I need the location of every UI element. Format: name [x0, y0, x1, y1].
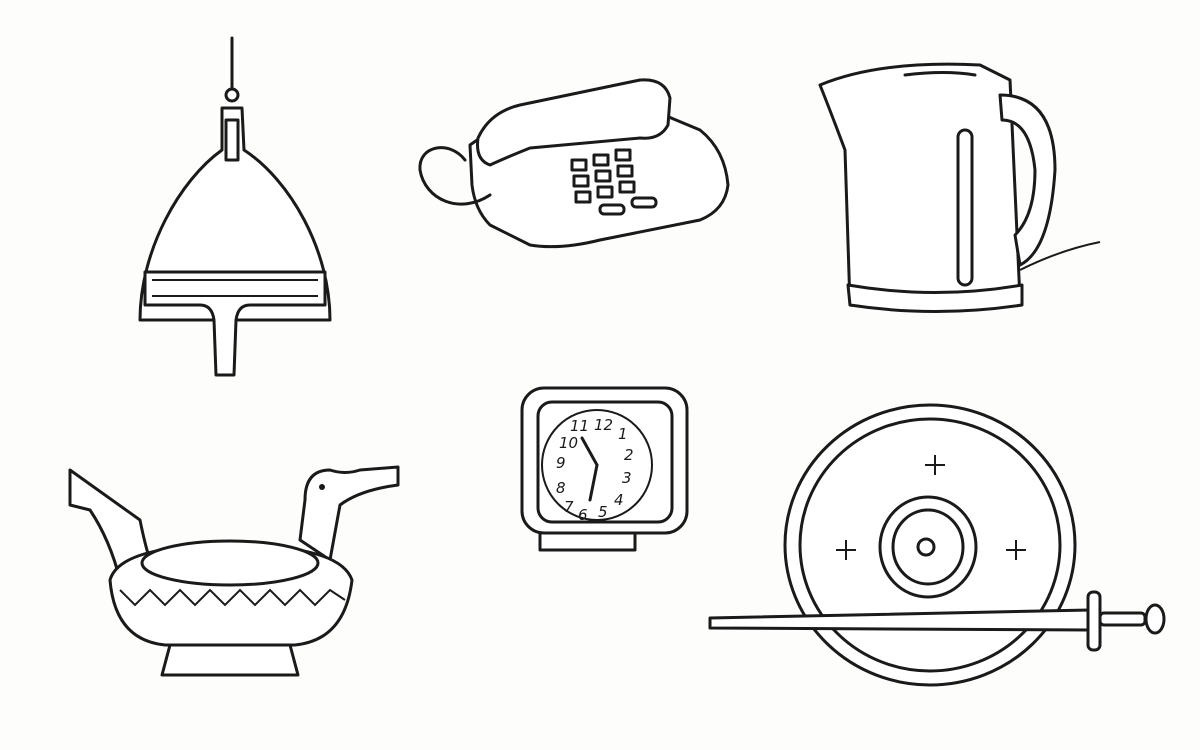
svg-text:2: 2: [624, 446, 634, 464]
telephone-icon: [418, 78, 730, 249]
svg-text:11: 11: [570, 417, 589, 435]
helmet-icon: [138, 36, 332, 377]
clock-icon: 12 1 2 3 4 5 6 7 8 9 10 11: [520, 386, 689, 552]
svg-text:3: 3: [622, 469, 632, 487]
kettle-icon: [818, 62, 1101, 313]
ladle-icon: [68, 465, 400, 677]
svg-text:6: 6: [578, 506, 588, 524]
svg-text:9: 9: [556, 454, 566, 472]
svg-text:1: 1: [618, 425, 628, 443]
svg-text:4: 4: [614, 491, 624, 509]
keypad: [570, 148, 658, 216]
shield-icon: [708, 403, 1166, 687]
clock-numerals: 12 1 2 3 4 5 6 7 8 9 10 11: [556, 416, 634, 524]
svg-text:8: 8: [556, 479, 566, 497]
svg-text:5: 5: [598, 503, 608, 521]
svg-text:7: 7: [564, 498, 574, 516]
svg-text:10: 10: [559, 434, 578, 452]
svg-text:12: 12: [594, 416, 613, 434]
